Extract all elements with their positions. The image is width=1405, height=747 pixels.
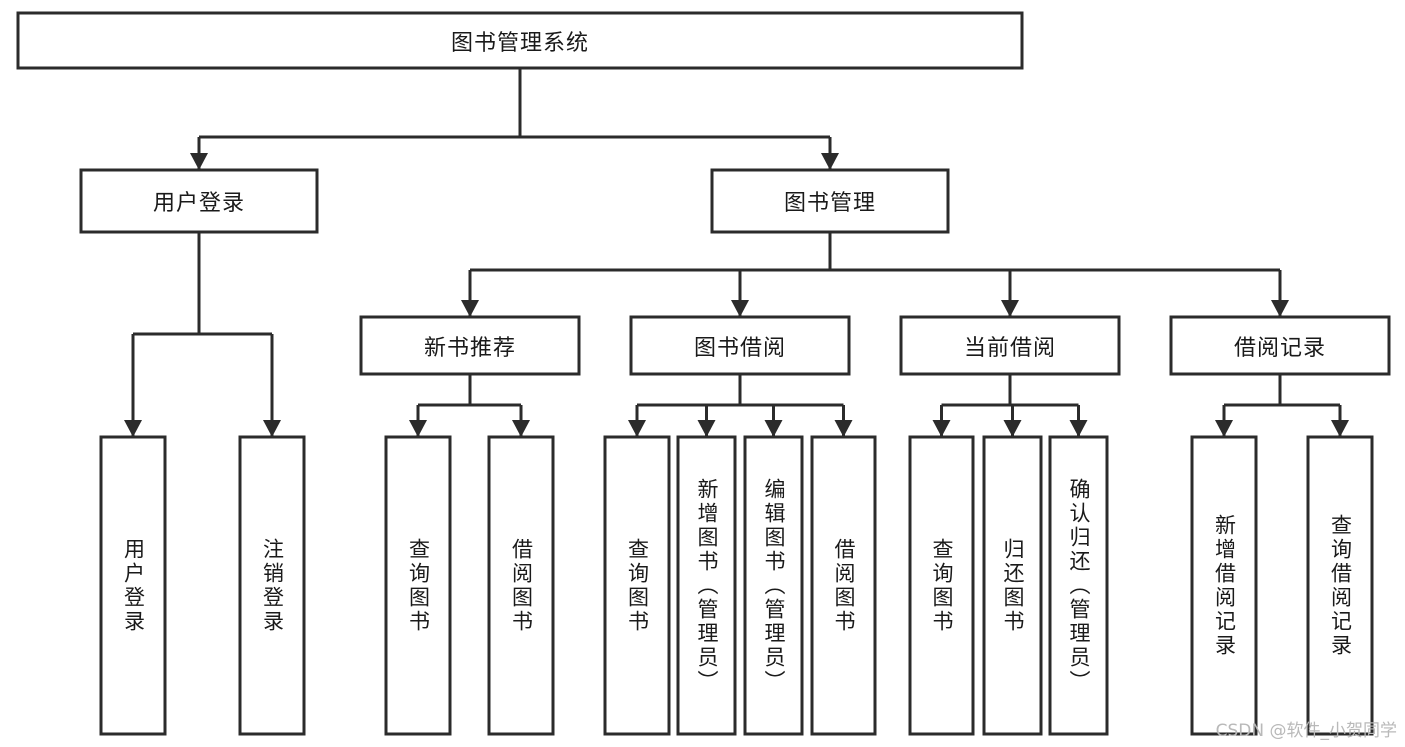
arrow-head-icon xyxy=(834,420,853,437)
connector-layer xyxy=(124,68,1349,437)
node-box-leaf-query-books-3[interactable] xyxy=(908,435,975,736)
arrow-head-icon xyxy=(731,300,749,317)
node-box-borrow-records[interactable] xyxy=(1169,315,1391,376)
arrow-head-icon xyxy=(461,300,479,317)
node-box-leaf-confirm-return-admin[interactable] xyxy=(1048,435,1109,736)
node-box-leaf-return-books[interactable] xyxy=(982,435,1043,736)
node-box-book-borrow[interactable] xyxy=(629,315,851,376)
node-box-leaf-add-borrow-record[interactable] xyxy=(1190,435,1258,736)
node-box-leaf-user-login[interactable] xyxy=(99,435,167,736)
arrow-head-icon xyxy=(932,420,951,437)
arrow-head-icon xyxy=(124,420,142,437)
arrow-head-icon xyxy=(1271,300,1289,317)
arrow-head-icon xyxy=(190,153,208,170)
node-box-user-login[interactable] xyxy=(79,168,319,234)
arrow-head-icon xyxy=(1331,420,1349,437)
node-box-leaf-add-book-admin[interactable] xyxy=(676,435,737,736)
arrow-head-icon xyxy=(764,420,783,437)
arrow-head-icon xyxy=(409,420,427,437)
node-box-leaf-logout[interactable] xyxy=(238,435,306,736)
arrow-head-icon xyxy=(628,420,646,437)
arrow-head-icon xyxy=(697,420,716,437)
node-box-leaf-edit-book-admin[interactable] xyxy=(743,435,804,736)
node-box-leaf-query-books-1[interactable] xyxy=(384,435,452,736)
arrow-head-icon xyxy=(1001,300,1019,317)
arrow-head-icon xyxy=(263,420,281,437)
node-box-new-book-recommend[interactable] xyxy=(359,315,581,376)
node-box-current-borrow[interactable] xyxy=(899,315,1121,376)
arrow-head-icon xyxy=(1003,420,1022,437)
arrow-head-icon xyxy=(821,153,839,170)
node-box-leaf-query-books-2[interactable] xyxy=(603,435,671,736)
node-box-leaf-borrow-books-2[interactable] xyxy=(810,435,877,736)
node-box-root[interactable] xyxy=(16,11,1024,70)
arrow-head-icon xyxy=(512,420,530,437)
node-box-leaf-query-borrow-record[interactable] xyxy=(1306,435,1374,736)
node-box-book-management[interactable] xyxy=(710,168,950,234)
node-box-leaf-borrow-books-1[interactable] xyxy=(487,435,555,736)
arrow-head-icon xyxy=(1215,420,1233,437)
arrow-head-icon xyxy=(1069,420,1088,437)
box-layer xyxy=(16,11,1391,736)
